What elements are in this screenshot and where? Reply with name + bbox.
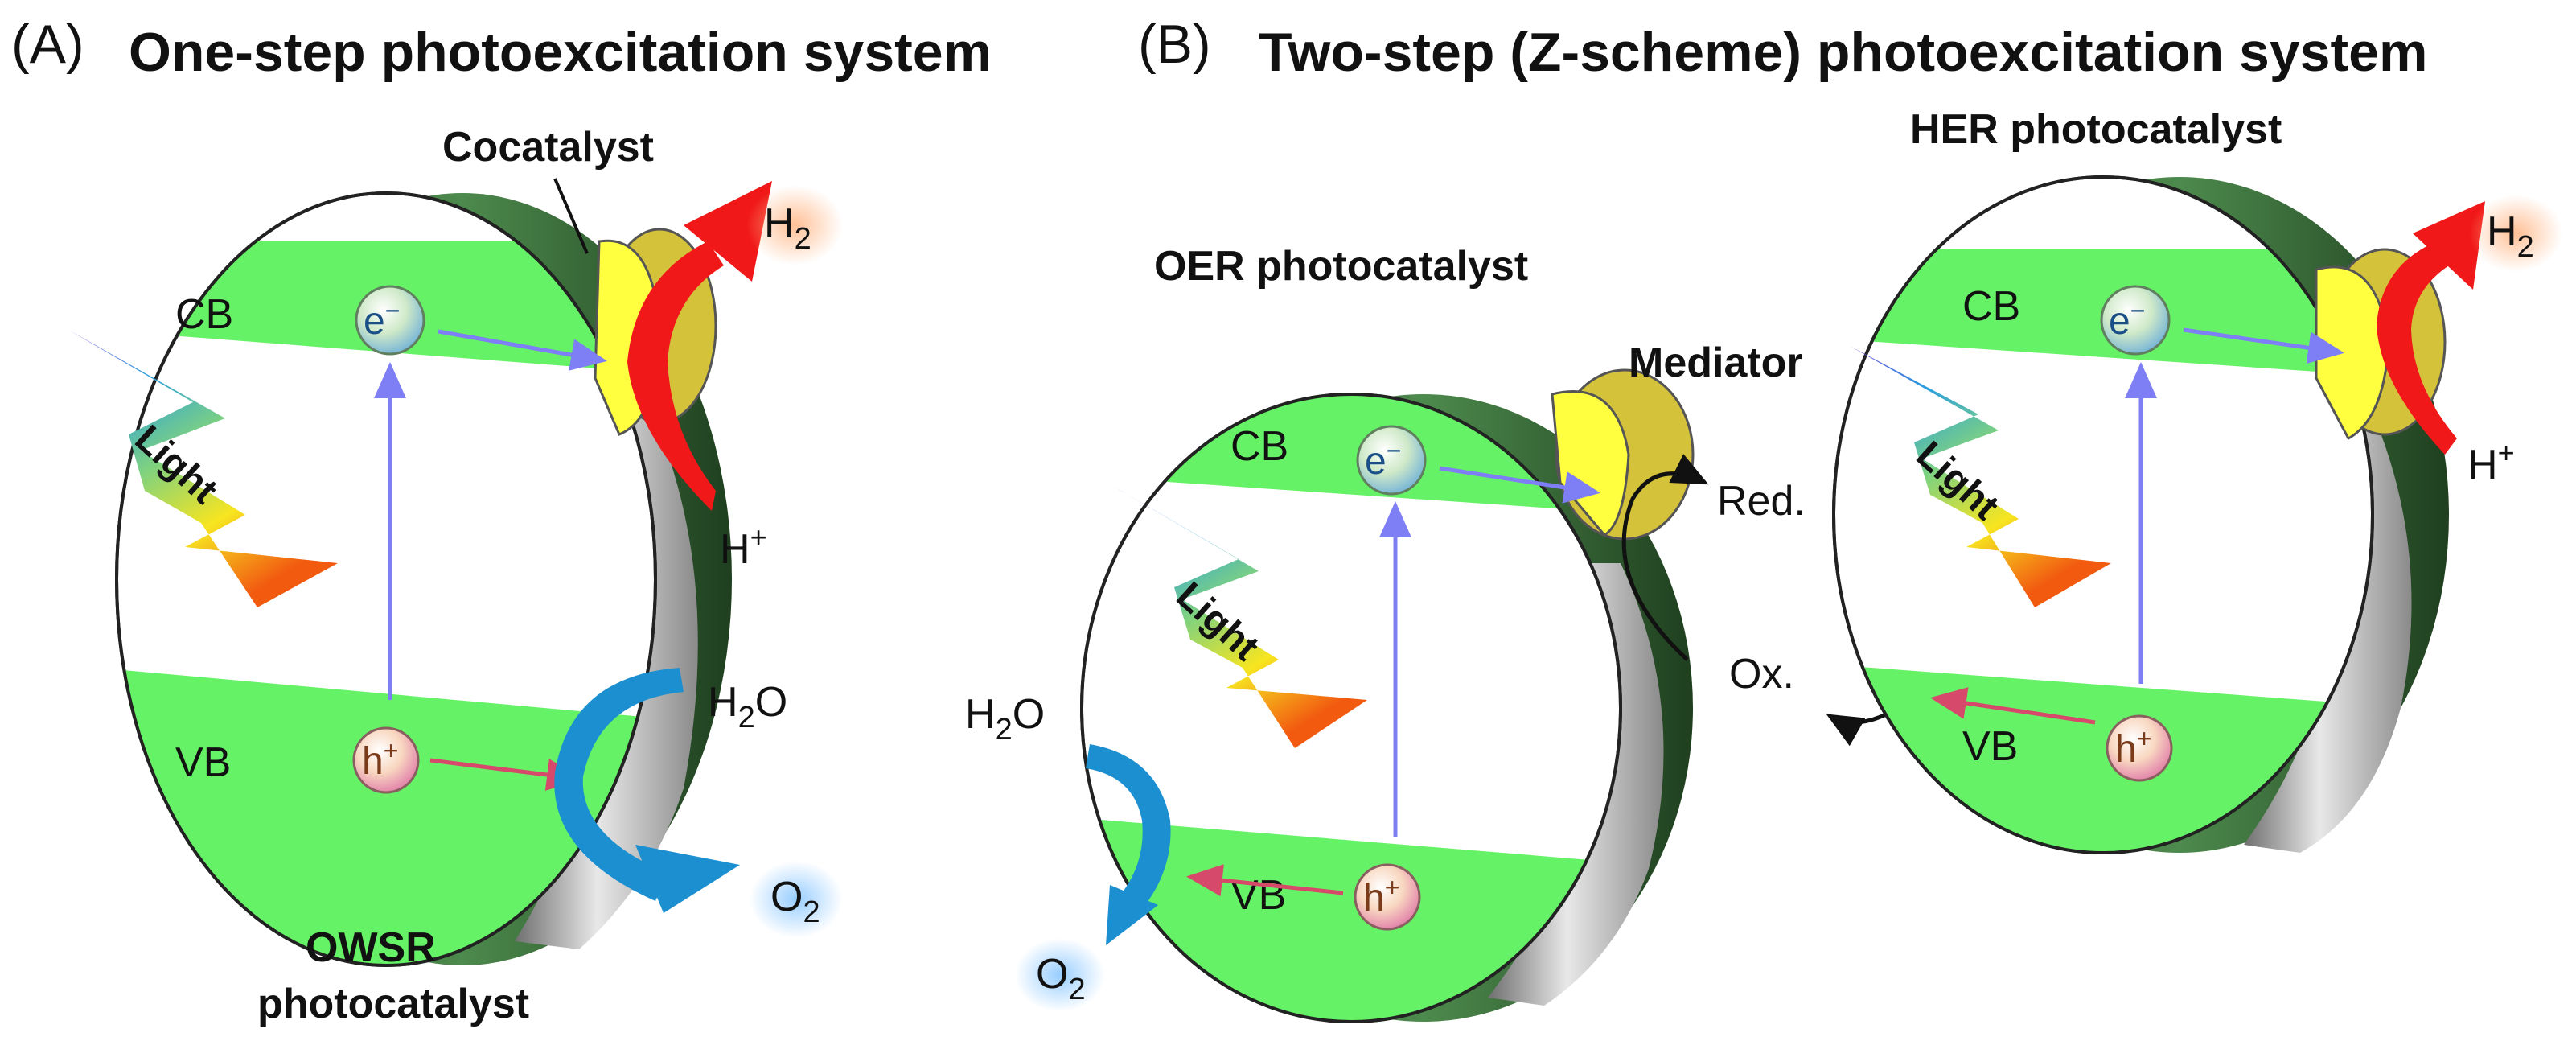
hole-ball — [352, 726, 420, 794]
hole-transfer-arrow — [429, 758, 583, 791]
electron-symbol: e− — [364, 296, 400, 343]
her-electron-ball — [2100, 285, 2171, 356]
panel-b-title: Two-step (Z-scheme) photoexcitation syst… — [1259, 22, 2427, 83]
oer-hole-symbol: h+ — [1363, 873, 1399, 920]
her-h2-arrow-body — [2377, 241, 2457, 455]
oer-o2-arrow-head — [1106, 885, 1158, 945]
panel-a-title: One-step photoexcitation system — [129, 22, 992, 83]
oer-o2-product: O2 — [1036, 951, 1086, 1006]
panel-a: (A) One-step photoexcitation system CB V… — [11, 14, 992, 1027]
oer-hole-transfer-arrow — [1186, 864, 1344, 897]
mediator-face — [1551, 390, 1630, 537]
ox-label: Ox. — [1729, 651, 1794, 698]
her-hole-transfer-arrow — [1930, 687, 2096, 725]
electron: e− — [355, 285, 425, 356]
her-label: HER photocatalyst — [1910, 106, 2282, 153]
her-cb-label: CB — [1962, 283, 2020, 330]
owsr-label-line2: photocatalyst — [257, 981, 529, 1027]
o2-evolution-arrow — [554, 668, 740, 913]
red-label: Red. — [1717, 478, 1806, 525]
her-disk-outline — [1832, 175, 2374, 854]
her-electron: e− — [2100, 285, 2171, 356]
her-hplus-reactant: H+ — [2467, 436, 2515, 488]
oer-label: OER photocatalyst — [1154, 243, 1528, 290]
her-hole-ball — [2106, 714, 2173, 782]
h2o-reactant: H2O — [708, 679, 787, 735]
oer-o2-glow — [1015, 938, 1105, 1012]
panel-b: (B) Two-step (Z-scheme) photoexcitation … — [965, 14, 2562, 1023]
cocatalyst-pointer — [553, 178, 589, 254]
electron-ball — [355, 285, 425, 356]
her-h2-glow — [2469, 195, 2562, 272]
oer-electron-symbol: e− — [1365, 436, 1401, 483]
oer-hole-ball — [1354, 863, 1421, 931]
oer-o2-arrow-body — [1086, 744, 1171, 909]
her-h2-arrow — [2377, 201, 2485, 455]
h2-glow — [746, 185, 843, 265]
oer-disk-outline — [1080, 393, 1622, 1023]
hole-symbol: h+ — [362, 736, 398, 783]
disk-outline — [115, 191, 657, 967]
oer-vb-label: VB — [1230, 872, 1286, 919]
cb-label: CB — [175, 291, 233, 338]
oer-h2o-reactant: H2O — [965, 691, 1045, 747]
her-hole: h+ — [2106, 714, 2173, 782]
oer-electron-transfer-arrow — [1439, 466, 1600, 504]
h2-arrow-head — [684, 181, 772, 282]
oer-hole: h+ — [1354, 863, 1421, 931]
vb-label: VB — [175, 739, 231, 786]
her-vb-label: VB — [1962, 723, 2018, 770]
oer-electron-ball — [1356, 425, 1427, 496]
mediator-label: Mediator — [1629, 339, 1803, 386]
electron-transfer-arrow — [438, 329, 607, 371]
h2-evolution-arrow — [627, 181, 772, 511]
o2-arrow-head — [635, 845, 740, 913]
cocatalyst-label: Cocatalyst — [442, 124, 654, 171]
her-h2-arrow-head — [2413, 201, 2485, 290]
o2-product: O2 — [770, 874, 820, 929]
her-electron-symbol: e− — [2109, 296, 2145, 343]
h2-arrow-body — [627, 241, 724, 511]
hplus-reactant: H+ — [720, 521, 767, 573]
hole: h+ — [352, 726, 420, 794]
owsr-label-line1: OWSR — [306, 924, 436, 971]
her-h2-product: H2 — [2487, 208, 2534, 264]
h2-product: H2 — [764, 200, 811, 256]
o2-glow — [750, 861, 843, 938]
panel-b-letter: (B) — [1138, 14, 1211, 75]
oer-electron: e− — [1356, 425, 1427, 496]
panel-a-letter: (A) — [11, 14, 84, 75]
her-electron-transfer-arrow — [2183, 327, 2344, 364]
oer-cb-label: CB — [1230, 423, 1288, 470]
o2-arrow-body — [554, 668, 684, 901]
her-hole-symbol: h+ — [2115, 724, 2151, 771]
oer-o2-arrow — [1086, 744, 1171, 945]
mediator-reduction-arrow — [1621, 454, 1709, 661]
